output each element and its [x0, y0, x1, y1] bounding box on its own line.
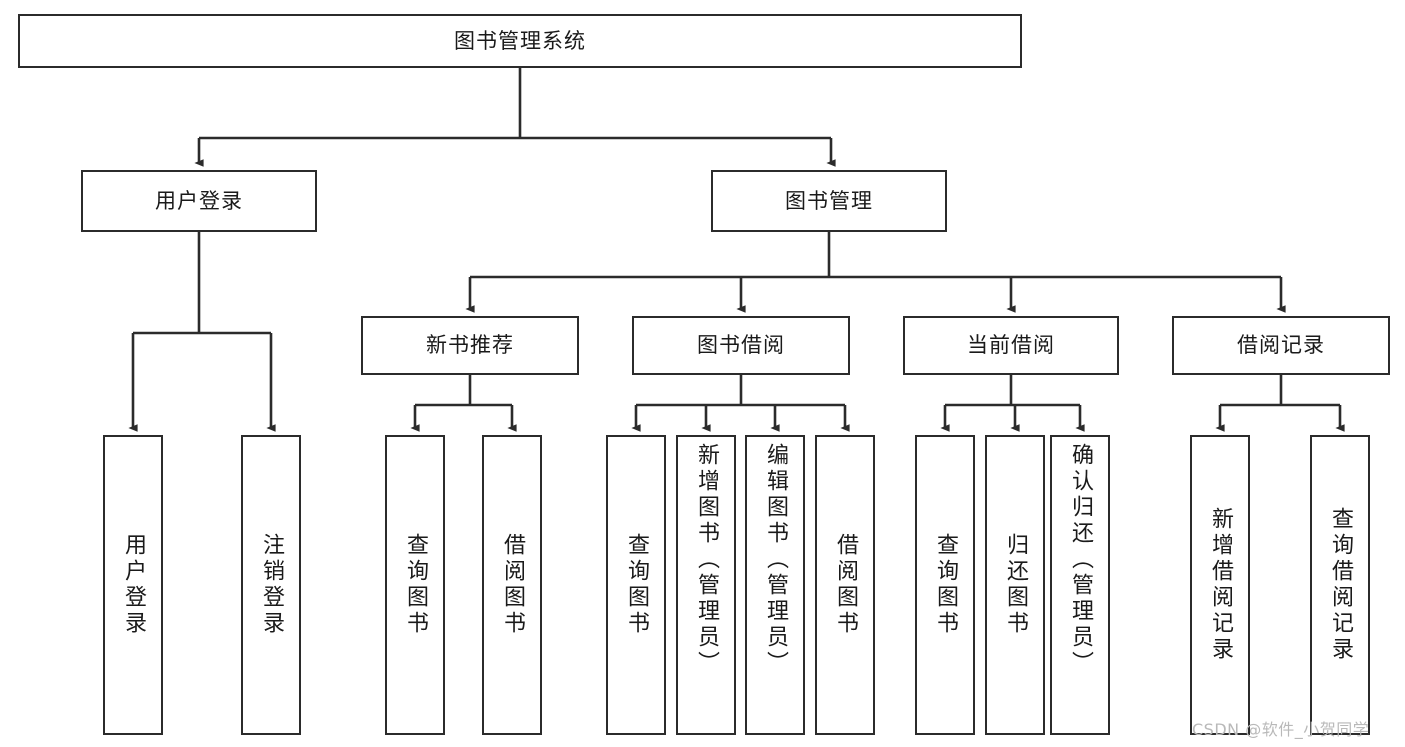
node-book-manage[interactable]: 图书管理 [711, 170, 947, 232]
node-leaf-borrow-book-2[interactable]: 借阅图书 [815, 435, 875, 735]
node-leaf-add-record-label: 新增借阅记录 [1208, 507, 1233, 663]
node-book-manage-label: 图书管理 [785, 188, 873, 213]
node-leaf-confirm-return[interactable]: 确认归还（管理员） [1050, 435, 1110, 735]
node-leaf-edit-book[interactable]: 编辑图书（管理员） [745, 435, 805, 735]
node-root[interactable]: 图书管理系统 [18, 14, 1022, 68]
node-leaf-return-book[interactable]: 归还图书 [985, 435, 1045, 735]
node-leaf-return-book-label: 归还图书 [1003, 533, 1028, 637]
node-leaf-query-book-3-label: 查询图书 [933, 533, 958, 637]
node-current-borrow-label: 当前借阅 [967, 333, 1055, 358]
node-borrow-record[interactable]: 借阅记录 [1172, 316, 1390, 375]
node-leaf-user-login[interactable]: 用户登录 [103, 435, 163, 735]
node-leaf-query-book-2[interactable]: 查询图书 [606, 435, 666, 735]
node-user-login-label: 用户登录 [155, 188, 243, 213]
node-leaf-borrow-book-1[interactable]: 借阅图书 [482, 435, 542, 735]
node-book-borrow-label: 图书借阅 [697, 333, 785, 358]
node-user-login[interactable]: 用户登录 [81, 170, 317, 232]
node-current-borrow[interactable]: 当前借阅 [903, 316, 1119, 375]
node-leaf-add-book[interactable]: 新增图书（管理员） [676, 435, 736, 735]
node-leaf-user-logout-label: 注销登录 [259, 533, 284, 637]
node-book-borrow[interactable]: 图书借阅 [632, 316, 850, 375]
node-leaf-add-book-label: 新增图书（管理员） [694, 443, 719, 677]
node-leaf-user-logout[interactable]: 注销登录 [241, 435, 301, 735]
node-leaf-query-book-1[interactable]: 查询图书 [385, 435, 445, 735]
node-new-book-rec[interactable]: 新书推荐 [361, 316, 579, 375]
node-leaf-user-login-label: 用户登录 [121, 533, 146, 637]
csdn-watermark: CSDN @软件_小贺同学 [1192, 720, 1370, 739]
node-leaf-add-record[interactable]: 新增借阅记录 [1190, 435, 1250, 735]
node-leaf-borrow-book-2-label: 借阅图书 [833, 533, 858, 637]
node-leaf-edit-book-label: 编辑图书（管理员） [763, 443, 788, 677]
node-borrow-record-label: 借阅记录 [1237, 333, 1325, 358]
node-leaf-query-record[interactable]: 查询借阅记录 [1310, 435, 1370, 735]
node-leaf-borrow-book-1-label: 借阅图书 [500, 533, 525, 637]
node-leaf-query-book-2-label: 查询图书 [624, 533, 649, 637]
node-leaf-query-book-3[interactable]: 查询图书 [915, 435, 975, 735]
node-leaf-confirm-return-label: 确认归还（管理员） [1068, 443, 1093, 677]
node-leaf-query-record-label: 查询借阅记录 [1328, 507, 1353, 663]
node-root-label: 图书管理系统 [454, 28, 586, 53]
node-new-book-rec-label: 新书推荐 [426, 333, 514, 358]
node-leaf-query-book-1-label: 查询图书 [403, 533, 428, 637]
